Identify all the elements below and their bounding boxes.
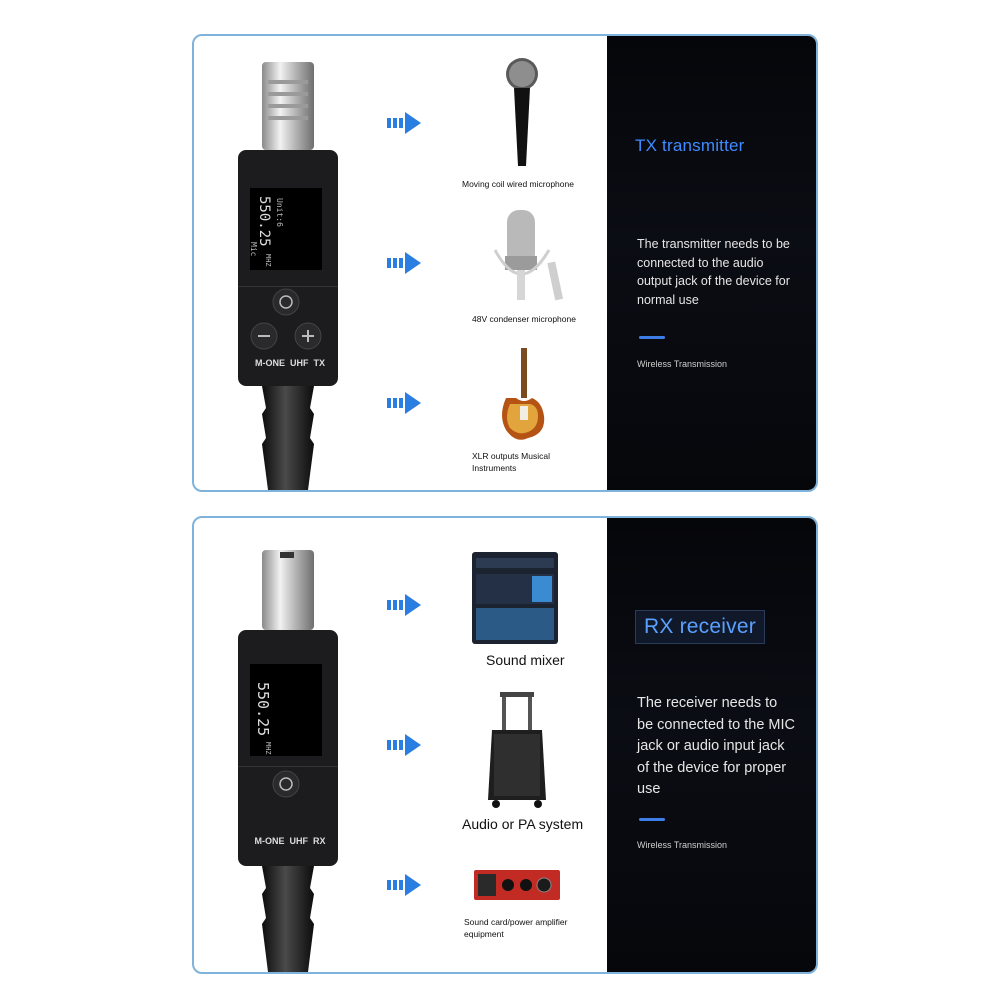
- tx-item-label: 48V condenser microphone: [472, 314, 576, 324]
- pa-speaker-icon: [488, 692, 546, 808]
- tx-title: TX transmitter: [635, 136, 745, 155]
- rx-item-label: Audio or PA system: [462, 816, 584, 832]
- arrow-icon: [387, 252, 421, 274]
- rx-item-label: Sound mixer: [486, 652, 565, 668]
- bass-guitar-icon: [502, 348, 545, 440]
- tx-screen-mic: Mic: [249, 242, 258, 257]
- arrow-icon: [387, 112, 421, 134]
- tx-device-label: M-ONE UHF TX: [255, 358, 325, 368]
- accent-line: [639, 818, 665, 821]
- sound-mixer-icon: [472, 552, 558, 644]
- tx-screen-unit: Unit:6: [275, 198, 284, 227]
- accent-line: [639, 336, 665, 339]
- rx-title: RX receiver: [635, 610, 765, 644]
- tx-footer: Wireless Transmission: [637, 359, 728, 369]
- rx-screen-mhz: MHZ: [264, 742, 272, 755]
- rx-description: The receiver needs to be connected to th…: [637, 695, 795, 797]
- rx-info-panel: RX receiver The receiver needs to be con…: [607, 518, 816, 972]
- rx-device-label: M-ONE UHF RX: [254, 836, 326, 846]
- tx-panel: 550.25 Unit:6 Mic MHZ M-ONE UHF TX Movin…: [192, 34, 818, 492]
- arrow-icon: [387, 734, 421, 756]
- rx-footer: Wireless Transmission: [637, 840, 728, 850]
- rx-screen-freq: 550.25: [254, 682, 272, 737]
- arrow-icon: [387, 392, 421, 414]
- rx-item-label: Sound card/power amplifier equipment: [464, 917, 568, 939]
- rx-panel: 550.25 MHZ M-ONE UHF RX Sound mixer Audi…: [192, 516, 818, 974]
- tx-item-label: XLR outputs Musical Instruments: [472, 451, 550, 473]
- tx-screen-mhz: MHZ: [264, 254, 272, 267]
- tx-description: The transmitter needs to be connected to…: [637, 237, 790, 307]
- tx-screen-freq: 550.25: [256, 196, 272, 247]
- sound-card-icon: [474, 870, 560, 900]
- arrow-icon: [387, 594, 421, 616]
- condenser-microphone-icon: [493, 210, 564, 301]
- tx-item-label: Moving coil wired microphone: [462, 179, 574, 189]
- tx-info-panel: TX transmitter The transmitter needs to …: [607, 36, 816, 490]
- rx-receiver-device: [238, 550, 338, 972]
- tx-transmitter-device: [238, 62, 338, 490]
- dynamic-microphone-icon: [506, 58, 538, 166]
- arrow-icon: [387, 874, 421, 896]
